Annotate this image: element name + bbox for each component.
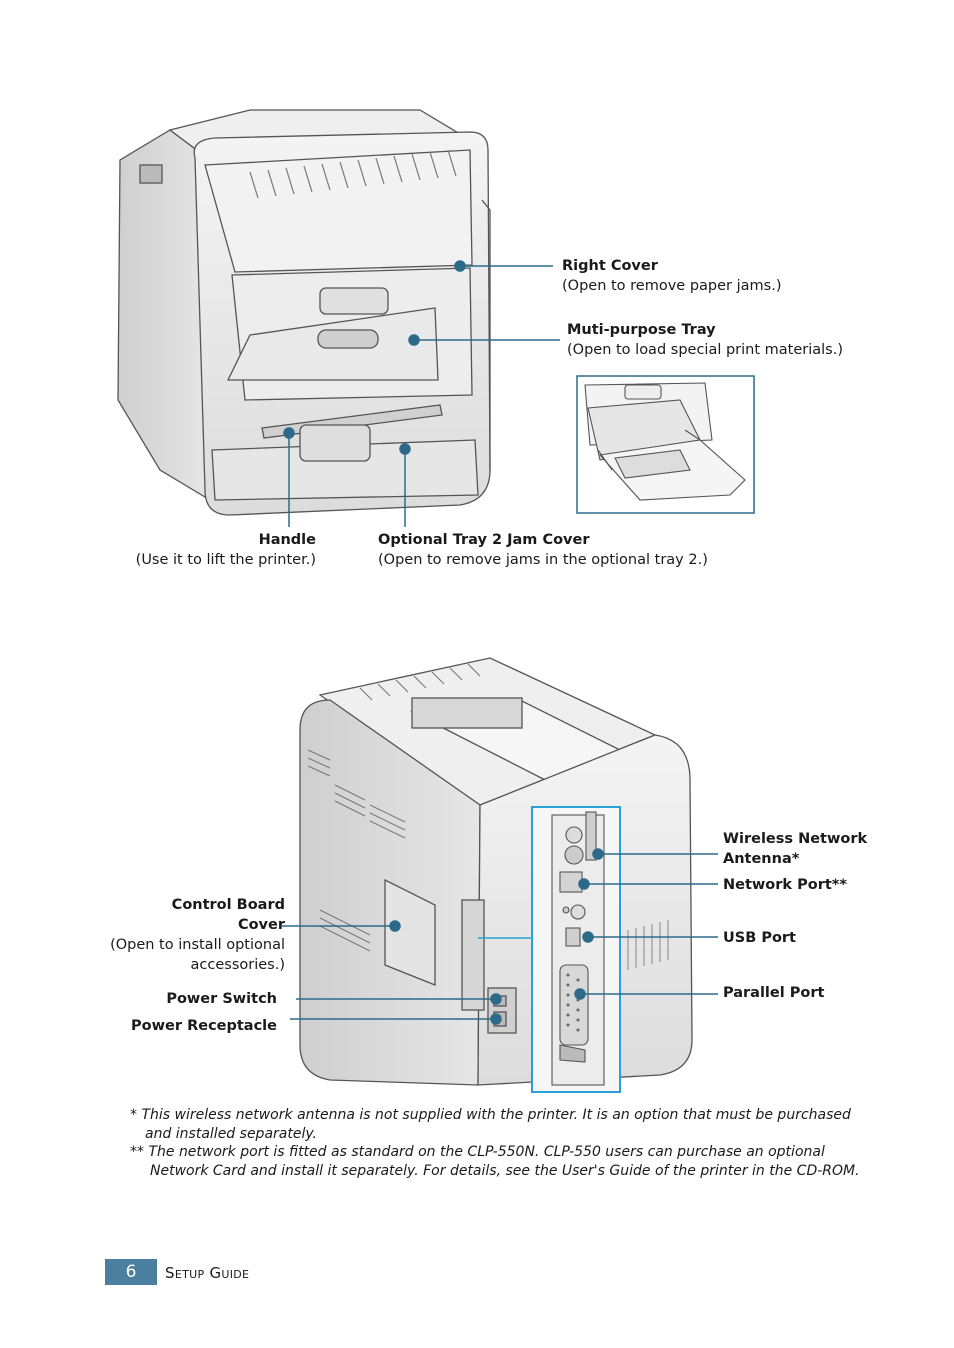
control-board-desc-2: accessories.) (190, 957, 285, 973)
control-board-title-1: Control Board (171, 897, 285, 913)
label-control-board-cover: Control Board Cover (Open to install opt… (80, 895, 285, 975)
power-switch-title: Power Switch (166, 991, 277, 1007)
label-handle: Handle (Use it to lift the printer.) (120, 530, 316, 570)
page-number: 6 (105, 1259, 157, 1285)
running-footer-title: Setup Guide (165, 1264, 250, 1282)
ports-inset (478, 806, 621, 1093)
label-right-cover: Right Cover (Open to remove paper jams.) (562, 256, 781, 296)
mp-tray-inset (576, 375, 755, 514)
usb-port-title: USB Port (723, 930, 796, 946)
mp-tray-desc: (Open to load special print materials.) (567, 342, 843, 358)
footnote-2-line-2: Network Card and install it separately. … (150, 1163, 860, 1179)
footnote-1-line-2: and installed separately. (145, 1126, 317, 1142)
footnote-1-line-1: * This wireless network antenna is not s… (130, 1107, 851, 1123)
label-power-receptacle: Power Receptacle (100, 1016, 277, 1036)
right-cover-desc: (Open to remove paper jams.) (562, 278, 782, 294)
control-board-desc-1: (Open to install optional (110, 937, 285, 953)
front-printer-drawing (117, 109, 491, 516)
mp-tray-title: Muti-purpose Tray (567, 322, 716, 338)
label-parallel-port: Parallel Port (723, 983, 824, 1003)
antenna-title-2: Antenna* (723, 851, 800, 867)
tray2-desc: (Open to remove jams in the optional tra… (378, 552, 708, 568)
label-mp-tray: Muti-purpose Tray (Open to load special … (567, 320, 843, 360)
control-board-title-2: Cover (237, 917, 285, 933)
label-wireless-antenna: Wireless Network Antenna* (723, 829, 867, 869)
parallel-port-title: Parallel Port (723, 985, 825, 1001)
right-cover-title: Right Cover (562, 258, 658, 274)
antenna-title-1: Wireless Network (723, 831, 868, 847)
label-usb-port: USB Port (723, 928, 796, 948)
rear-callout-lines (282, 848, 718, 1025)
handle-desc: (Use it to lift the printer.) (135, 552, 316, 568)
network-port-title: Network Port** (723, 877, 847, 893)
footnote-2-line-1: ** The network port is fitted as standar… (130, 1144, 825, 1160)
label-power-switch: Power Switch (100, 989, 277, 1009)
handle-title: Handle (258, 532, 316, 548)
tray2-title: Optional Tray 2 Jam Cover (378, 532, 590, 548)
power-receptacle-title: Power Receptacle (131, 1018, 277, 1034)
label-tray2-jam-cover: Optional Tray 2 Jam Cover (Open to remov… (378, 530, 708, 570)
label-network-port: Network Port** (723, 875, 847, 895)
front-callout-lines (283, 260, 560, 527)
